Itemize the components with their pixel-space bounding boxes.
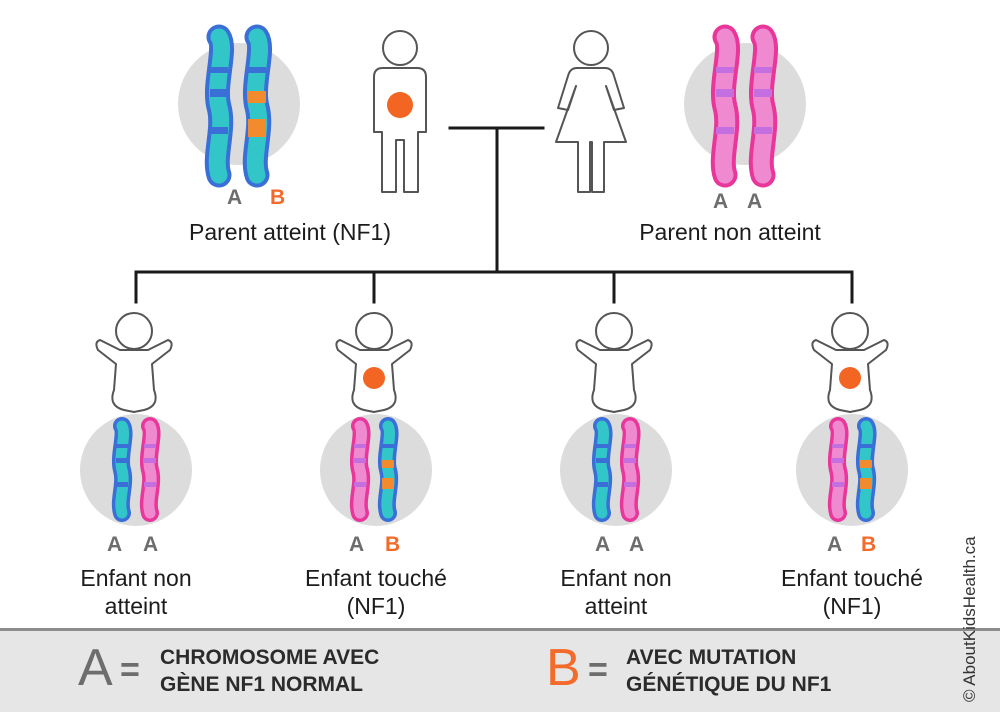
unaffected-parent-label: Parent non atteint <box>639 219 821 245</box>
legend-bar <box>0 628 1000 712</box>
father-figure <box>373 30 427 193</box>
child-2-label-line2: (NF1) <box>346 593 406 619</box>
legend-b-letter: B <box>546 639 581 697</box>
child-4-allele-2: B <box>861 533 877 556</box>
child-1-allele-2: A <box>143 533 159 556</box>
child-1 <box>80 312 192 526</box>
child-4-label-line2: (NF1) <box>822 593 882 619</box>
child-1-label-line2: atteint <box>104 593 168 619</box>
child-3-label-line2: atteint <box>584 593 648 619</box>
child-2-allele-2: B <box>385 533 401 556</box>
legend-a-line1: CHROMOSOME AVEC <box>160 646 380 669</box>
copyright-text: © AboutKidsHealth.ca <box>960 536 979 702</box>
tumor-marker <box>839 367 861 389</box>
tumor-marker <box>387 92 413 118</box>
child-2 <box>320 312 432 526</box>
child-2-allele-1: A <box>349 533 365 556</box>
pedigree-lines <box>134 126 854 304</box>
legend-b-equals: = <box>588 651 608 689</box>
child-1-allele-1: A <box>107 533 123 556</box>
legend-a-letter: A <box>78 639 113 697</box>
tumor-marker <box>363 367 385 389</box>
child-3-allele-2: A <box>629 533 645 556</box>
affected-parent-allele-1: A <box>227 186 243 209</box>
mother-figure <box>555 30 627 193</box>
unaffected-parent-allele-2: A <box>747 190 763 213</box>
child-4 <box>796 312 908 526</box>
child-3-label-line1: Enfant non <box>560 565 672 591</box>
legend-b-line1: AVEC MUTATION <box>626 646 797 669</box>
affected-parent-chromosome-pair <box>178 37 300 175</box>
child-4-label-line1: Enfant touché <box>781 565 923 591</box>
legend-b-line2: GÉNÉTIQUE DU NF1 <box>626 673 832 696</box>
affected-parent-allele-2: B <box>270 186 286 209</box>
child-4-allele-1: A <box>827 533 843 556</box>
child-1-label-line1: Enfant non <box>80 565 192 591</box>
unaffected-parent-allele-1: A <box>713 190 729 213</box>
legend-a-line2: GÈNE NF1 NORMAL <box>160 673 364 696</box>
affected-parent-label: Parent atteint (NF1) <box>189 219 391 245</box>
child-2-label-line1: Enfant touché <box>305 565 447 591</box>
legend-a-equals: = <box>120 651 140 689</box>
child-3 <box>560 312 672 526</box>
child-3-allele-1: A <box>595 533 611 556</box>
unaffected-parent-chromosome-pair <box>684 37 806 175</box>
